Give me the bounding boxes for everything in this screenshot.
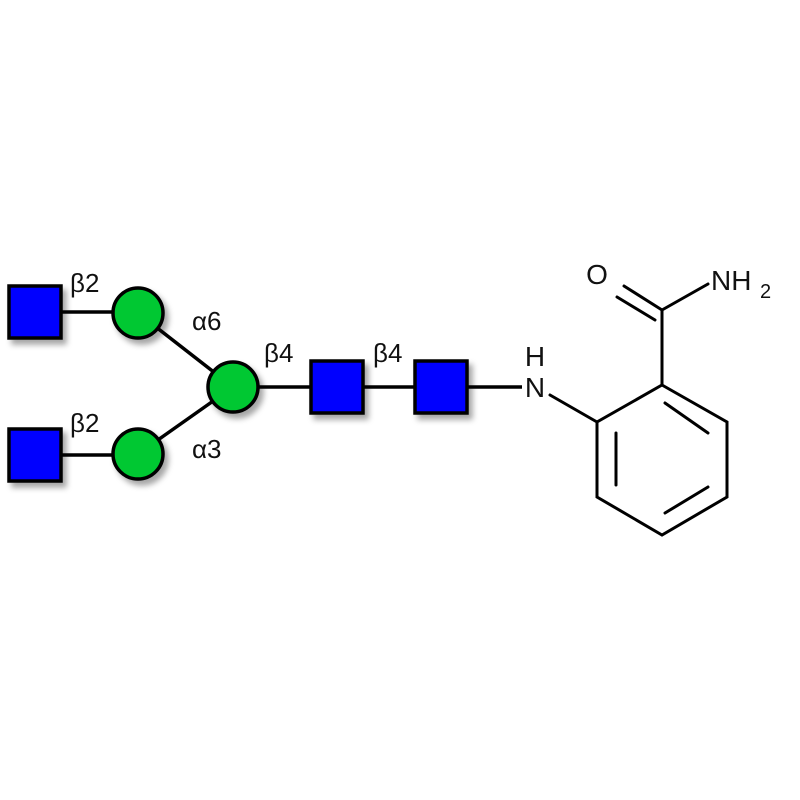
oxygen-atom: O (586, 259, 608, 290)
residues (7, 284, 469, 483)
linkage-label: β4 (373, 338, 402, 368)
glcnac-square-upper (7, 284, 63, 340)
benzene-ring (548, 282, 729, 537)
amine-n-atom: N (525, 372, 545, 403)
amine-h-atom: H (525, 341, 545, 372)
linkage-label: β4 (264, 338, 293, 368)
glcnac-square-core-2 (413, 359, 469, 415)
linkage-label: β2 (70, 268, 99, 298)
glcnac-square-core-1 (309, 359, 365, 415)
mannose-circle-core (206, 360, 260, 414)
mannose-circle-lower (111, 427, 165, 481)
glcnac-square-lower (7, 427, 63, 483)
linkage-label: α6 (192, 306, 222, 336)
amide-nh-atom: NH (711, 265, 751, 296)
mannose-circle-upper (111, 286, 165, 340)
linkage-label: α3 (192, 434, 222, 464)
amide-subscript: 2 (760, 281, 771, 303)
linkage-label: β2 (70, 408, 99, 438)
